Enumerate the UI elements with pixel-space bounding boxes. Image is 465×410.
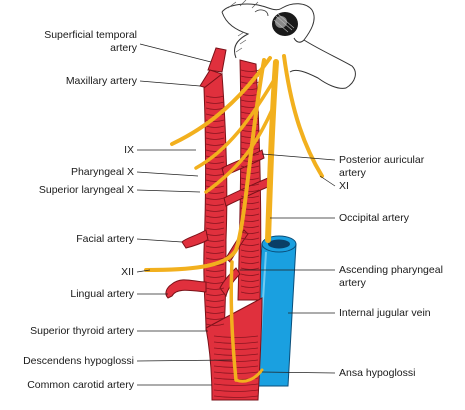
facial-branch	[181, 229, 209, 249]
artery-ring	[240, 129, 260, 132]
label-internal-jugular-vein: Internal jugular vein	[339, 307, 431, 319]
label-facial-artery: Facial artery	[76, 233, 135, 245]
artery-ring	[240, 285, 260, 288]
artery-ring	[205, 143, 225, 146]
label-posterior-auricular-line2: artery	[339, 167, 367, 179]
artery-ring	[205, 293, 225, 296]
artery-ring	[205, 317, 225, 320]
artery-ring	[205, 131, 225, 134]
descendens-hypoglossi-nerve	[229, 260, 238, 382]
artery-ring	[205, 299, 225, 302]
artery-ring	[240, 201, 260, 204]
artery-ring	[205, 251, 225, 254]
artery-ring	[205, 233, 225, 236]
label-descendens-hypoglossi: Descendens hypoglossi	[23, 355, 134, 367]
superior-laryngeal-nerve	[204, 108, 274, 194]
label-maxillary-artery: Maxillary artery	[66, 75, 138, 87]
artery-ring	[205, 281, 225, 284]
artery-ring	[213, 383, 259, 386]
artery-ring	[240, 237, 260, 240]
artery-ring	[205, 323, 225, 326]
skull-base	[221, 0, 356, 89]
artery-ring	[240, 195, 260, 198]
artery-ring	[205, 275, 225, 278]
label-posterior-auricular-line1: Posterior auricular	[339, 154, 425, 166]
artery-ring	[205, 287, 225, 290]
label-xi: XI	[339, 180, 349, 192]
label-lingual-artery: Lingual artery	[70, 288, 134, 300]
label-superior-thyroid-artery: Superior thyroid artery	[30, 325, 135, 337]
artery-ring	[213, 389, 259, 392]
artery-ring	[240, 279, 260, 282]
artery-ring	[205, 227, 225, 230]
artery-ring	[240, 177, 260, 180]
artery-ring	[205, 257, 225, 260]
hypoglossal-nerve-xii	[144, 58, 266, 272]
artery-ring	[213, 347, 259, 350]
label-occipital-artery: Occipital artery	[339, 212, 410, 224]
artery-ring	[205, 137, 225, 140]
artery-ring	[240, 249, 260, 252]
artery-ring	[205, 107, 225, 110]
label-ansa-hypoglossi: Ansa hypoglossi	[339, 367, 415, 379]
artery-ring	[205, 167, 225, 170]
artery-ring	[213, 353, 259, 356]
artery-ring	[205, 311, 225, 314]
artery-ring	[240, 69, 260, 72]
jugular-foramen	[272, 12, 298, 36]
artery-ring	[205, 215, 225, 218]
artery-ring	[205, 221, 225, 224]
artery-ring	[205, 269, 225, 272]
artery-ring	[205, 197, 225, 200]
superficial-temporal-artery	[207, 47, 227, 73]
label-ascending-pharyngeal-line2: artery	[339, 277, 367, 289]
pharyngeal-vagal-branch	[194, 78, 276, 170]
artery-ring	[213, 335, 259, 338]
glossopharyngeal-nerve-ix	[170, 56, 272, 146]
artery-ring	[205, 203, 225, 206]
artery-ring	[240, 189, 260, 192]
ansa-hypoglossi-nerve	[234, 368, 264, 383]
artery-ring	[205, 155, 225, 158]
artery-ring	[205, 239, 225, 242]
vagus-nerve	[265, 59, 279, 243]
label-ascending-pharyngeal-line1: Ascending pharyngeal	[339, 264, 443, 276]
lingual-branch	[165, 279, 207, 299]
artery-ring	[205, 101, 225, 104]
artery-ring	[240, 291, 260, 294]
artery-ring	[205, 95, 225, 98]
artery-ring	[240, 243, 260, 246]
artery-ring	[213, 341, 259, 344]
accessory-nerve-xi	[282, 54, 324, 178]
artery-ring	[240, 141, 260, 144]
artery-ring	[205, 305, 225, 308]
label-common-carotid-artery: Common carotid artery	[27, 379, 135, 391]
artery-ring	[240, 273, 260, 276]
artery-ring	[205, 245, 225, 248]
artery-ring	[240, 255, 260, 258]
artery-ring	[205, 209, 225, 212]
artery-ring	[205, 125, 225, 128]
artery-ring	[240, 183, 260, 186]
label-superior-laryngeal-x: Superior laryngeal X	[39, 184, 134, 196]
label-superficial-temporal-line2: artery	[110, 42, 138, 54]
artery-ring	[240, 261, 260, 264]
right-labels: Posterior auricular artery XI Occipital …	[339, 154, 443, 379]
artery-ring	[205, 119, 225, 122]
artery-ring	[240, 267, 260, 270]
nerves	[144, 54, 324, 383]
artery-ring	[240, 231, 260, 234]
artery-ring	[205, 173, 225, 176]
artery-ring	[205, 185, 225, 188]
label-ix: IX	[124, 144, 134, 156]
label-superficial-temporal-line1: Superficial temporal	[44, 29, 137, 41]
label-xii: XII	[121, 266, 134, 278]
label-pharyngeal-x: Pharyngeal X	[71, 166, 134, 178]
left-labels: Superficial temporal artery Maxillary ar…	[23, 29, 138, 391]
artery-ring-texture	[205, 69, 260, 398]
leader-lines	[136, 43, 336, 386]
artery-ring	[213, 395, 259, 398]
